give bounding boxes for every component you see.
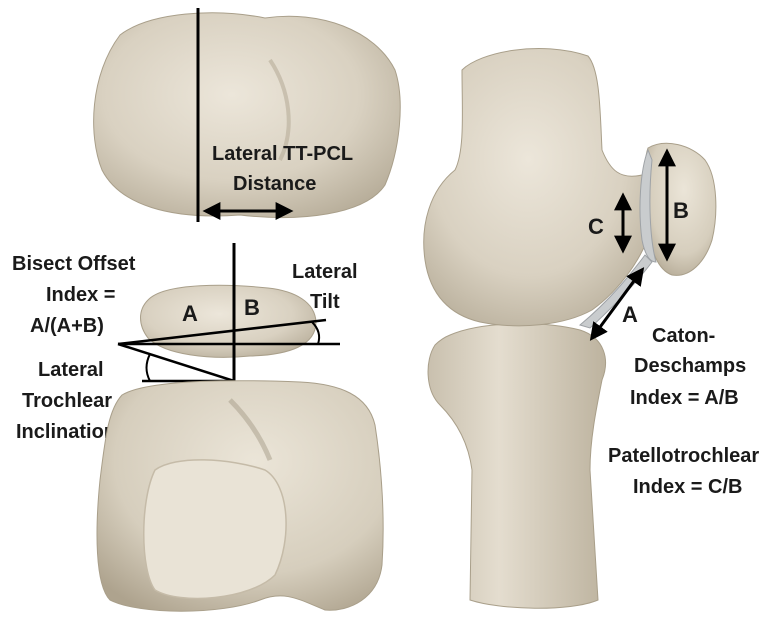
trochlear-label-line1: Lateral (38, 359, 104, 381)
axial-patella-bone (141, 285, 317, 357)
trochlear-label-line2: Trochlear (22, 390, 112, 412)
sagittal-label-b: B (673, 198, 689, 223)
trochlear-label-line3: Inclination (16, 421, 116, 443)
axial-label-a: A (182, 301, 198, 326)
trochlear-angle-arc (147, 354, 151, 381)
intercondylar-notch (144, 460, 286, 599)
bisect-offset-label-line2: Index = (46, 284, 115, 306)
caton-deschamps-label-line3: Index = A/B (630, 387, 739, 409)
patellotrochlear-label-line2: Index = C/B (633, 476, 742, 498)
lateral-tilt-label-line1: Lateral (292, 261, 358, 283)
lateral-tilt-label-line2: Tilt (310, 291, 340, 313)
caton-deschamps-label-line2: Deschamps (634, 355, 746, 377)
patellotrochlear-label-line1: Patellotrochlear (608, 445, 759, 467)
sagittal-label-a: A (622, 302, 638, 327)
tt-pcl-label-line2: Distance (233, 173, 316, 195)
caton-deschamps-label-line1: Caton- (652, 325, 715, 347)
bisect-offset-label-line3: A/(A+B) (30, 315, 104, 337)
sagittal-label-c: C (588, 214, 604, 239)
sagittal-tibia-bone (428, 324, 605, 609)
bisect-offset-label-line1: Bisect Offset (12, 253, 136, 275)
axial-label-b: B (244, 295, 260, 320)
tt-pcl-label-line1: Lateral TT-PCL (212, 143, 353, 165)
